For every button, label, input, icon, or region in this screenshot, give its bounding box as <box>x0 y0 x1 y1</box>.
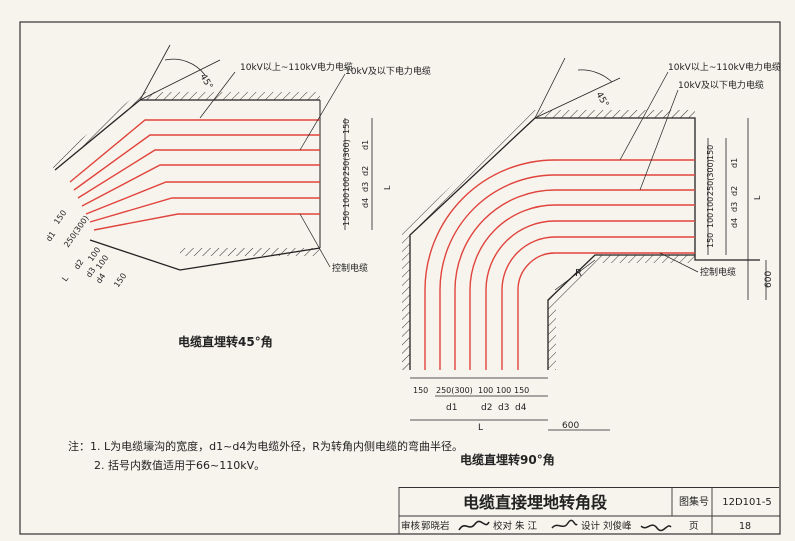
svg-text:100: 100 <box>478 386 493 395</box>
svg-text:d2: d2 <box>481 403 492 413</box>
svg-text:150: 150 <box>706 233 715 248</box>
dim-600-vertical: 600 <box>764 271 774 288</box>
label-angle-90: 45° <box>593 91 610 110</box>
cable-4 <box>81 164 320 207</box>
svg-text:d1: d1 <box>446 403 457 413</box>
cable-6 <box>501 236 695 370</box>
cable-5 <box>85 181 320 215</box>
caption-90deg: 电缆直埋转90°角 <box>460 453 555 467</box>
svg-text:d3: d3 <box>730 202 739 212</box>
svg-text:150: 150 <box>413 386 428 395</box>
cable-4 <box>469 204 695 370</box>
sheet-border <box>19 21 781 535</box>
design-signature <box>640 524 672 532</box>
svg-text:250(300): 250(300) <box>62 214 90 249</box>
svg-text:d4: d4 <box>515 403 527 413</box>
svg-text:d1: d1 <box>361 140 370 150</box>
trench-inner-edge-90 <box>547 254 695 370</box>
label-hv-cable-45: 10kV以上~110kV电力电缆 <box>240 61 353 73</box>
cable-1 <box>69 119 320 183</box>
soil-hatch-inner-90 <box>548 255 695 370</box>
soil-hatch-bottom-45 <box>180 248 320 256</box>
check-name: 朱 江 <box>515 521 538 532</box>
svg-text:d3: d3 <box>498 403 509 413</box>
note-line-2: 2. 括号内数值适用于66~110kV。 <box>94 459 266 472</box>
label-angle-45: 45° <box>197 73 214 92</box>
svg-text:150: 150 <box>342 211 351 226</box>
label-control-cable-90: 控制电缆 <box>700 266 736 278</box>
svg-text:L: L <box>753 195 762 200</box>
review-signature <box>458 520 490 531</box>
label-lv-cable-90: 10kV及以下电力电缆 <box>678 79 764 91</box>
diagram-45deg <box>50 44 373 271</box>
svg-text:150: 150 <box>112 271 128 289</box>
cable-1 <box>424 159 695 370</box>
atlas-number: 12D101-5 <box>722 497 772 508</box>
svg-text:d4: d4 <box>730 218 739 228</box>
cable-2 <box>73 134 320 191</box>
svg-text:d3: d3 <box>361 182 370 192</box>
cables-45 <box>69 119 320 231</box>
cable-5 <box>485 220 695 370</box>
cable-6 <box>89 197 320 223</box>
review-label: 审核 <box>401 521 421 532</box>
svg-text:100: 100 <box>342 177 351 192</box>
dims-vertical-45: 150 d1 250(300) d2 100 d3 100 d4 150 L <box>342 119 392 226</box>
svg-text:L: L <box>383 185 392 190</box>
svg-text:100: 100 <box>342 193 351 208</box>
design-label: 设计 <box>581 521 601 532</box>
svg-text:150: 150 <box>52 208 68 226</box>
svg-text:150: 150 <box>706 145 715 160</box>
soil-hatch-top-45 <box>140 92 320 100</box>
svg-text:d4: d4 <box>94 272 107 285</box>
cable-7 <box>517 252 695 370</box>
design-name: 刘俊峰 <box>603 521 632 532</box>
svg-text:250(300): 250(300) <box>706 159 715 196</box>
svg-text:250(300): 250(300) <box>342 139 351 176</box>
svg-text:100: 100 <box>706 197 715 212</box>
drawing-title: 电缆直接埋地转角段 <box>462 493 607 512</box>
label-control-cable-45: 控制电缆 <box>332 262 368 274</box>
cable-3 <box>454 189 695 370</box>
dims-bottom-90: 150 250(300) 100 100 150 <box>413 386 529 395</box>
page-label: 页 <box>689 521 699 532</box>
cable-2 <box>439 174 695 370</box>
svg-text:d2: d2 <box>730 186 739 196</box>
svg-text:150: 150 <box>514 386 529 395</box>
svg-text:d1: d1 <box>44 230 57 243</box>
dims-bottom-d-90: d1 d2 d3 d4 <box>446 403 527 413</box>
atlas-label: 图集号 <box>679 497 709 508</box>
svg-text:d2: d2 <box>361 166 370 176</box>
svg-text:250(300): 250(300) <box>436 386 473 395</box>
cables-90 <box>424 159 695 370</box>
dim-L-bottom: L <box>478 423 483 433</box>
label-hv-cable-90: 10kV以上~110kV电力电缆 <box>668 61 781 73</box>
check-signature <box>551 519 578 529</box>
svg-text:d2: d2 <box>72 258 85 271</box>
note-line-1: 注：1. L为电缆壕沟的宽度，d1~d4为电缆外径，R为转角内侧电缆的弯曲半径。 <box>68 440 463 453</box>
diagram-90deg <box>402 57 767 431</box>
review-name: 郭晓岩 <box>421 521 450 532</box>
svg-text:100: 100 <box>496 386 511 395</box>
page-number: 18 <box>739 521 752 532</box>
cable-3 <box>77 149 320 199</box>
svg-text:d1: d1 <box>730 158 739 168</box>
title-block-grid <box>398 487 780 534</box>
cable-7 <box>93 213 320 231</box>
svg-text:150: 150 <box>342 119 351 134</box>
caption-45deg: 电缆直埋转45°角 <box>178 335 273 349</box>
signature-row: 审核 郭晓岩 校对 朱 江 设计 刘俊峰 页 18 <box>399 518 779 535</box>
dim-600-horizontal: 600 <box>562 421 579 431</box>
check-label: 校对 <box>493 521 513 532</box>
soil-hatch-diag-45 <box>50 92 140 170</box>
svg-text:100: 100 <box>706 213 715 228</box>
dims-vertical-90: 150 d1 250(300) d2 100 d3 100 d4 150 L <box>706 145 762 248</box>
label-radius: R <box>575 268 582 279</box>
title-block: 电缆直接埋地转角段 图集号 12D101-5 审核 郭晓岩 校对 朱 江 设计 … <box>399 487 779 535</box>
label-lv-cable-45: 10kV及以下电力电缆 <box>345 65 431 77</box>
svg-text:d4: d4 <box>361 198 370 208</box>
svg-text:L: L <box>60 274 70 283</box>
